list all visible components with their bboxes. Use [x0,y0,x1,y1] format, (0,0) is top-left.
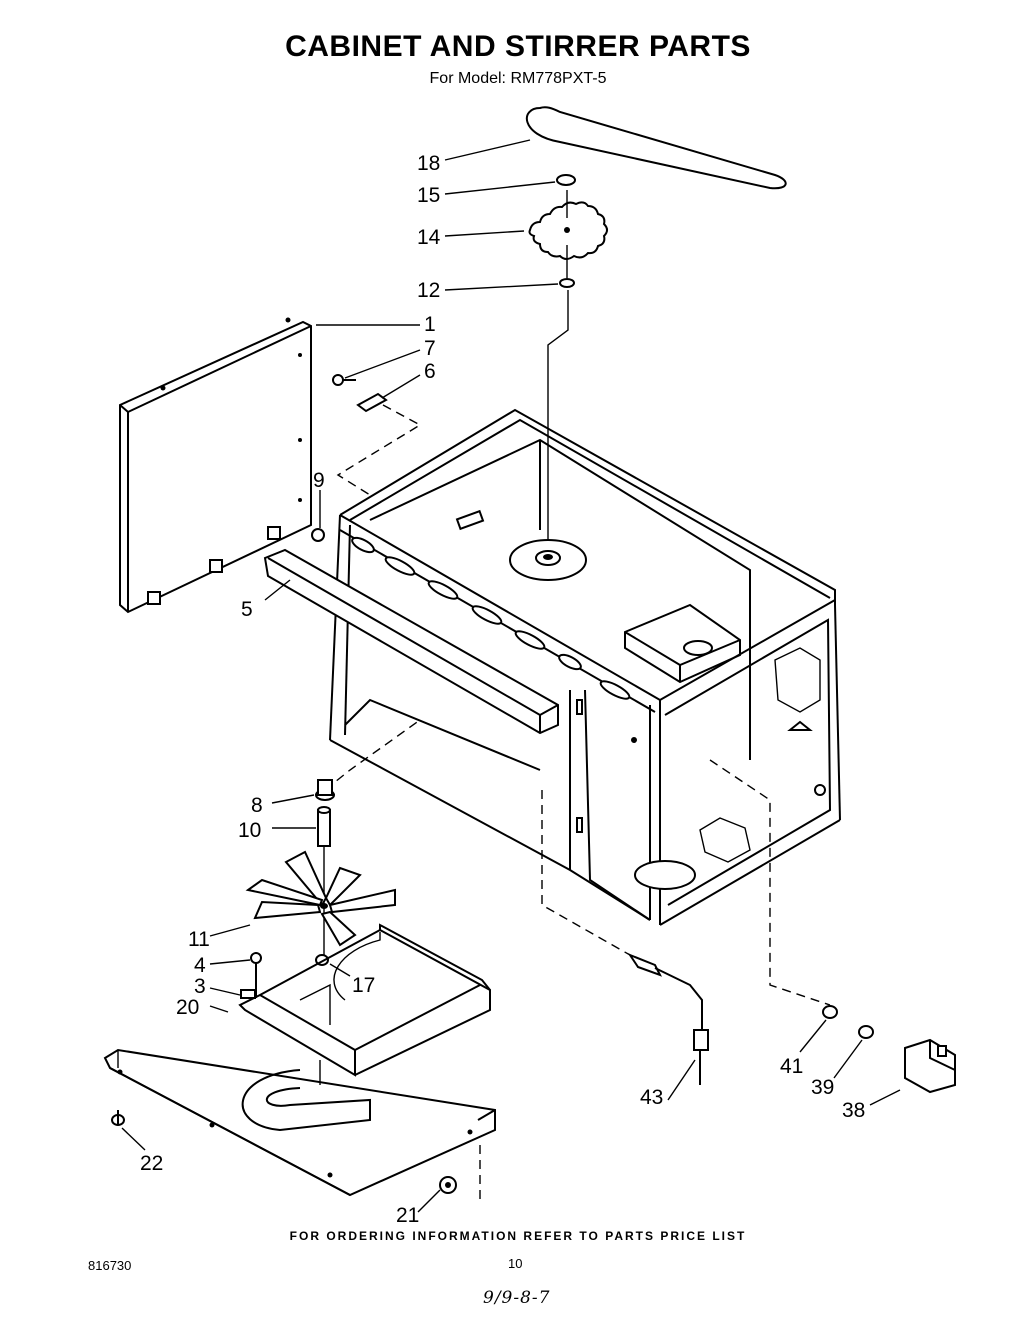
leader-dash-41 [709,759,831,1006]
part-9-nut [311,528,325,542]
callout-20: 20 [176,996,199,1019]
callout-21: 21 [396,1204,419,1227]
page-number: 10 [508,1256,523,1271]
leader-dash-43 [541,790,631,956]
callout-14: 14 [417,226,441,249]
callout-41: 41 [780,1055,803,1078]
callout-8: 8 [251,794,263,817]
callout-18: 18 [417,152,440,175]
part-12-washer [559,278,575,288]
leader-dash-8 [324,719,421,791]
callout-11: 11 [188,928,210,951]
leader-dash-6 [336,404,422,496]
handwritten-note: 9/9-8-7 [483,1288,551,1308]
part-3-clip [240,989,256,999]
document-number: 816730 [88,1258,132,1273]
part-15-clip [556,174,576,186]
callout-17: 17 [352,974,375,997]
part-8-coupler [315,779,335,801]
part-4-screw [250,952,262,998]
base-plate [103,1048,496,1197]
model-number: RM778PXT-5 [510,70,607,87]
callout-15: 15 [417,184,440,207]
cabinet-frame [329,408,841,926]
model-line: For Model: RM778PXT-5 [0,70,1036,88]
part-18-gasket [525,106,787,190]
callout-39: 39 [811,1076,834,1099]
leader-lines [121,139,901,1213]
ordering-note: FOR ORDERING INFORMATION REFER TO PARTS … [289,1229,747,1243]
part-6-clip [356,392,388,413]
part-20-bracket [238,923,491,1077]
part-11-stirrer-fan [245,850,396,947]
part-43-probe [627,952,709,1085]
callout-numbers: 18 15 14 12 1 7 6 9 5 8 10 11 4 3 20 17 … [140,152,865,1227]
callout-12: 12 [417,279,440,302]
part-5-front-bar [263,548,559,735]
part-38-switch [904,1038,956,1094]
callout-1: 1 [424,313,436,336]
callout-10: 10 [238,819,261,842]
model-prefix: For Model: [429,70,506,87]
part-7-screw [332,374,356,386]
callout-43: 43 [640,1086,663,1109]
part-39-washer [858,1025,874,1039]
callout-5: 5 [241,598,253,621]
callout-7: 7 [424,337,436,360]
callout-4: 4 [194,954,206,977]
part-41-nut [822,1005,838,1019]
callout-3: 3 [194,975,206,998]
callout-38: 38 [842,1099,865,1122]
callout-22: 22 [140,1152,163,1175]
page-title: CABINET AND STIRRER PARTS [285,30,751,63]
callout-9: 9 [313,469,325,492]
part-14-stirrer-blade [528,201,608,260]
part-1-side-panel [119,317,312,614]
callout-6: 6 [424,360,436,383]
part-22-screw [111,1110,125,1126]
part-21-foot [439,1176,457,1194]
part-10-shaft [317,806,331,856]
